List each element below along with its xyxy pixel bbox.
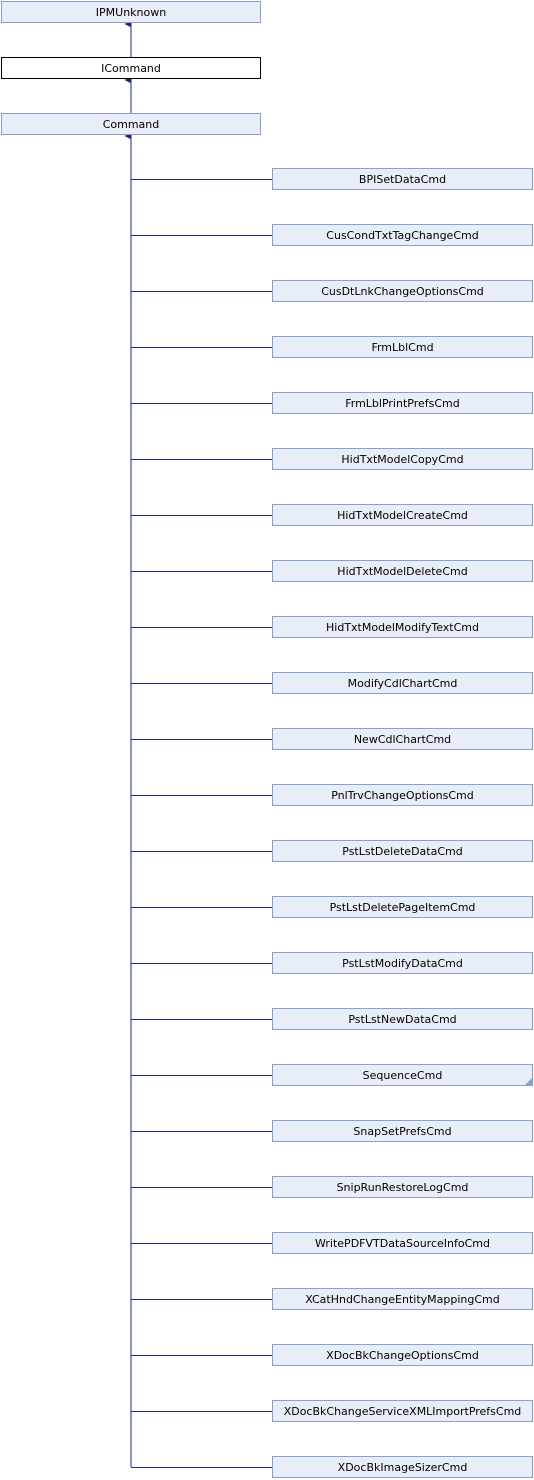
class-box	[272, 560, 533, 582]
class-node-hid-txt-model-delete-cmd[interactable]: HidTxtModelDeleteCmd	[272, 560, 533, 582]
class-name: PstLstNewDataCmd	[348, 1013, 456, 1026]
class-node-command[interactable]: Command	[1, 113, 261, 135]
class-box	[272, 1400, 533, 1422]
class-node-x-doc-bk-change-options-cmd[interactable]: XDocBkChangeOptionsCmd	[272, 1344, 533, 1366]
class-name: XDocBkChangeOptionsCmd	[326, 1349, 479, 1362]
class-name: FrmLblPrintPrefsCmd	[345, 397, 460, 410]
class-box	[272, 1344, 533, 1366]
class-box	[272, 728, 533, 750]
class-node-write-pdfvt-data-source-info-cmd[interactable]: WritePDFVTDataSourceInfoCmd	[272, 1232, 533, 1254]
class-node-snap-set-prefs-cmd[interactable]: SnapSetPrefsCmd	[272, 1120, 533, 1142]
class-name: HidTxtModelCreateCmd	[337, 509, 468, 522]
class-box	[272, 1064, 533, 1086]
class-name: XDocBkImageSizerCmd	[338, 1461, 468, 1474]
class-box	[272, 1232, 533, 1254]
class-name: XCatHndChangeEntityMappingCmd	[305, 1293, 500, 1306]
class-node-frm-lbl-cmd[interactable]: FrmLblCmd	[272, 336, 533, 358]
class-node-pst-lst-delete-data-cmd[interactable]: PstLstDeleteDataCmd	[272, 840, 533, 862]
class-box	[272, 1120, 533, 1142]
class-name: FrmLblCmd	[371, 341, 433, 354]
class-name: ICommand	[101, 62, 161, 75]
class-node-frm-lbl-print-prefs-cmd[interactable]: FrmLblPrintPrefsCmd	[272, 392, 533, 414]
class-box	[272, 280, 533, 302]
class-name: Command	[103, 118, 160, 131]
class-node-x-doc-bk-image-sizer-cmd[interactable]: XDocBkImageSizerCmd	[272, 1456, 533, 1478]
class-name: NewCdlChartCmd	[354, 733, 451, 746]
class-node-bpi-set-data-cmd[interactable]: BPISetDataCmd	[272, 168, 533, 190]
class-name: HidTxtModelDeleteCmd	[337, 565, 467, 578]
class-name: SequenceCmd	[363, 1069, 443, 1082]
class-node-snip-run-restore-log-cmd[interactable]: SnipRunRestoreLogCmd	[272, 1176, 533, 1198]
class-box	[272, 336, 533, 358]
more-children-indicator	[525, 1078, 532, 1085]
class-name: SnipRunRestoreLogCmd	[337, 1181, 469, 1194]
class-node-cus-dt-lnk-change-options-cmd[interactable]: CusDtLnkChangeOptionsCmd	[272, 280, 533, 302]
class-node-pnl-trv-change-options-cmd[interactable]: PnlTrvChangeOptionsCmd	[272, 784, 533, 806]
class-box	[272, 224, 533, 246]
class-node-pst-lst-modify-data-cmd[interactable]: PstLstModifyDataCmd	[272, 952, 533, 974]
class-node-hid-txt-model-create-cmd[interactable]: HidTxtModelCreateCmd	[272, 504, 533, 526]
class-box	[272, 1288, 533, 1310]
class-name: IPMUnknown	[96, 6, 166, 19]
class-box	[272, 1176, 533, 1198]
class-box	[272, 672, 533, 694]
class-box	[272, 952, 533, 974]
class-name: WritePDFVTDataSourceInfoCmd	[315, 1237, 490, 1250]
class-box	[272, 616, 533, 638]
class-box	[1, 1, 261, 23]
class-node-x-doc-bk-change-service-xml-import-prefs-cmd[interactable]: XDocBkChangeServiceXMLImportPrefsCmd	[272, 1400, 533, 1422]
class-box	[272, 784, 533, 806]
class-box	[1, 57, 261, 79]
class-box	[272, 840, 533, 862]
class-node-hid-txt-model-copy-cmd[interactable]: HidTxtModelCopyCmd	[272, 448, 533, 470]
class-node-x-cat-hnd-change-entity-mapping-cmd[interactable]: XCatHndChangeEntityMappingCmd	[272, 1288, 533, 1310]
class-name: BPISetDataCmd	[359, 173, 446, 186]
class-box	[272, 392, 533, 414]
class-name: ModifyCdlChartCmd	[348, 677, 458, 690]
class-node-hid-txt-model-modify-text-cmd[interactable]: HidTxtModelModifyTextCmd	[272, 616, 533, 638]
class-box	[272, 896, 533, 918]
class-box	[272, 448, 533, 470]
class-box	[272, 504, 533, 526]
class-name: PnlTrvChangeOptionsCmd	[331, 789, 474, 802]
class-name: XDocBkChangeServiceXMLImportPrefsCmd	[284, 1405, 522, 1418]
class-box	[272, 1456, 533, 1478]
class-node-ipm-unknown[interactable]: IPMUnknown	[1, 1, 261, 23]
class-node-i-command[interactable]: ICommand	[1, 57, 261, 79]
class-name: SnapSetPrefsCmd	[353, 1125, 451, 1138]
class-name: CusDtLnkChangeOptionsCmd	[321, 285, 484, 298]
class-name: CusCondTxtTagChangeCmd	[326, 229, 478, 242]
class-node-new-cdl-chart-cmd[interactable]: NewCdlChartCmd	[272, 728, 533, 750]
class-name: PstLstDeleteDataCmd	[342, 845, 462, 858]
class-name: PstLstDeletePageItemCmd	[330, 901, 476, 914]
class-node-sequence-cmd[interactable]: SequenceCmd	[272, 1064, 533, 1086]
class-box	[272, 1008, 533, 1030]
class-name: HidTxtModelCopyCmd	[341, 453, 463, 466]
class-name: PstLstModifyDataCmd	[342, 957, 463, 970]
class-node-pst-lst-new-data-cmd[interactable]: PstLstNewDataCmd	[272, 1008, 533, 1030]
class-box	[1, 113, 261, 135]
class-name: HidTxtModelModifyTextCmd	[326, 621, 479, 634]
edges	[124, 20, 272, 1468]
class-node-cus-cond-txt-tag-change-cmd[interactable]: CusCondTxtTagChangeCmd	[272, 224, 533, 246]
class-node-modify-cdl-chart-cmd[interactable]: ModifyCdlChartCmd	[272, 672, 533, 694]
class-node-pst-lst-delete-page-item-cmd[interactable]: PstLstDeletePageItemCmd	[272, 896, 533, 918]
class-box	[272, 168, 533, 190]
